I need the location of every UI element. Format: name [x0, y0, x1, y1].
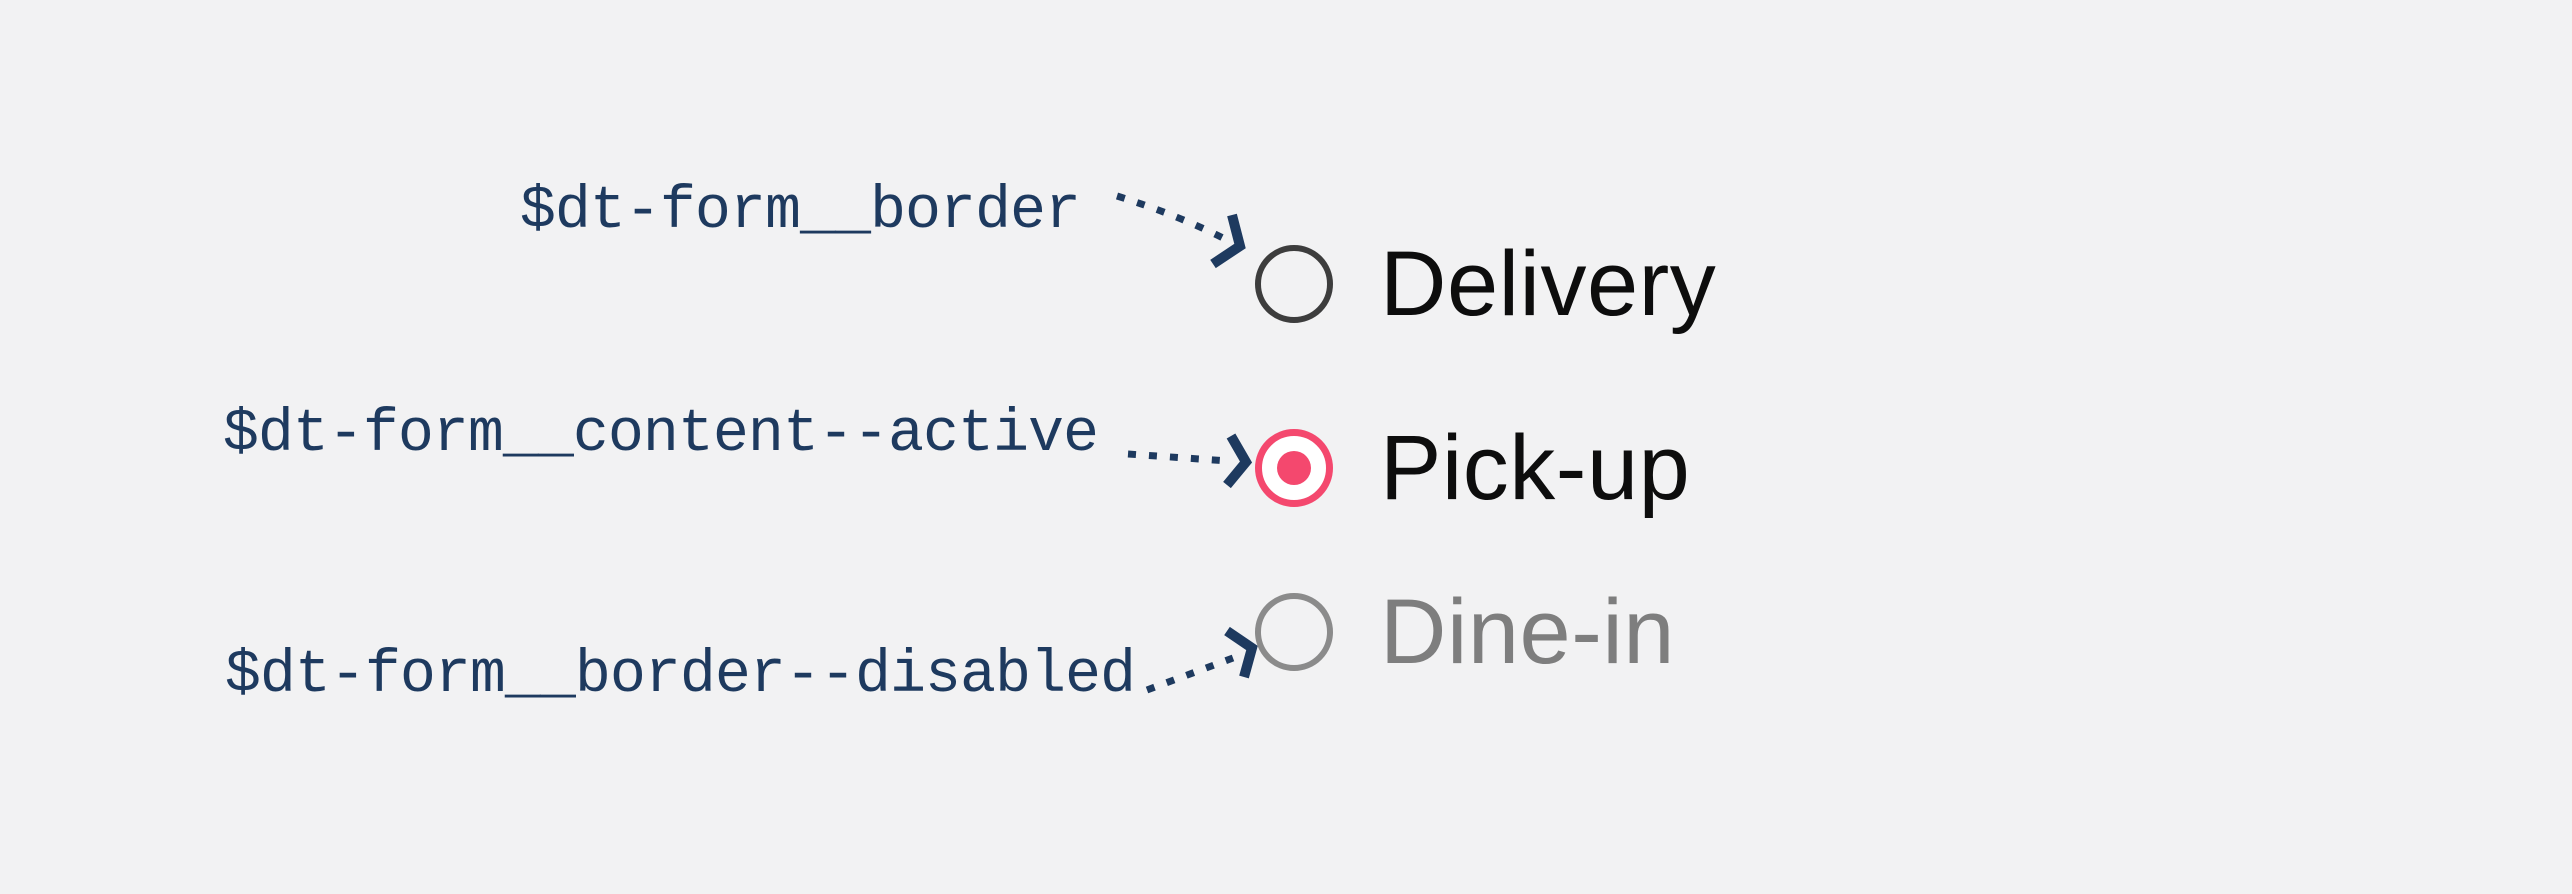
radio-button-selected[interactable] [1255, 429, 1333, 507]
token-label-border: $dt-form__border [519, 178, 1081, 246]
radio-option-label[interactable]: Pick-up [1380, 417, 1691, 519]
dotted-arrow-icon [1115, 192, 1246, 269]
radio-button-unselected[interactable] [1255, 245, 1333, 323]
radio-option-label[interactable]: Delivery [1380, 233, 1717, 335]
token-label-border-disabled: $dt-form__border--disabled [224, 642, 1136, 710]
dotted-arrow-icon [1127, 433, 1253, 489]
radio-option-delivery[interactable]: Delivery [1255, 238, 1716, 330]
token-label-content-active: $dt-form__content--active [222, 401, 1099, 469]
radio-option-label: Dine-in [1380, 581, 1675, 683]
radio-option-pickup[interactable]: Pick-up [1255, 422, 1690, 514]
radio-button-disabled [1255, 593, 1333, 671]
radio-inner-dot-icon [1277, 451, 1311, 485]
radio-option-dinein-disabled: Dine-in [1255, 586, 1675, 678]
dotted-arrow-icon [1145, 626, 1258, 694]
